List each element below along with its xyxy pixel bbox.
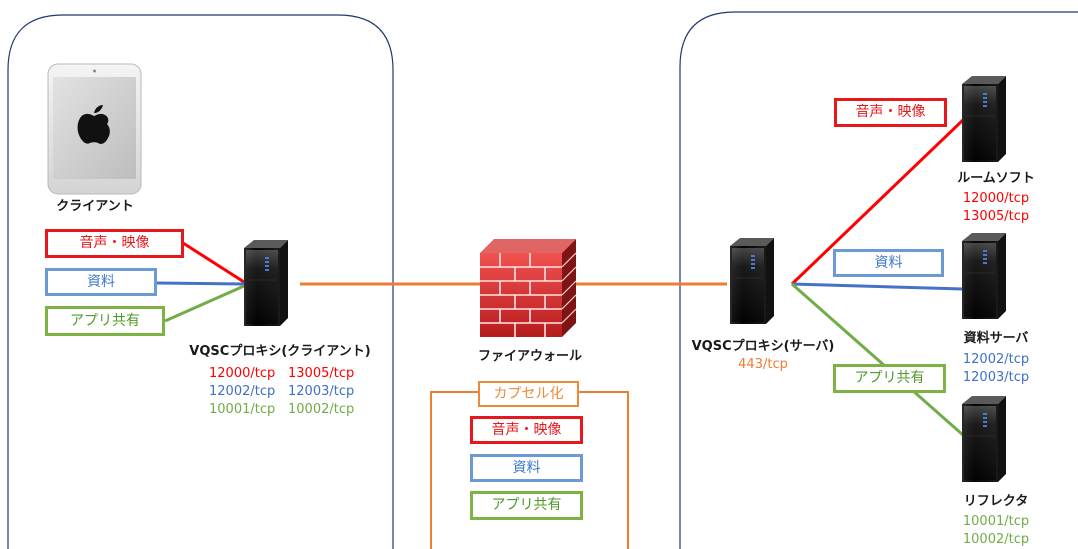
tablet-icon (47, 63, 142, 195)
reflector-port-2: 10002/tcp (962, 532, 1030, 547)
room-software-port-1: 12000/tcp (962, 191, 1030, 206)
server-share-line (791, 282, 964, 437)
server-share-box: アプリ共有 (833, 364, 946, 393)
apple-logo-icon (77, 105, 110, 144)
server-proxy-server-icon (729, 237, 775, 325)
client-av-port-1: 12000/tcp (209, 366, 276, 381)
encap-av-box: 音声・映像 (470, 416, 583, 444)
firewall-label: ファイアウォール (477, 349, 583, 364)
client-av-box: 音声・映像 (45, 229, 184, 258)
reflector-label: リフレクタ (963, 494, 1029, 509)
firewall-brick-icon (480, 239, 577, 337)
client-av-port-2: 13005/tcp (288, 366, 355, 381)
encap-share-box: アプリ共有 (470, 491, 583, 520)
server-zone-border (679, 11, 1078, 549)
client-doc-box: 資料 (45, 268, 157, 296)
server-av-box: 音声・映像 (834, 98, 947, 127)
client-doc-line (156, 281, 245, 286)
client-share-box: アプリ共有 (45, 306, 165, 336)
encap-doc-box: 資料 (470, 454, 583, 482)
client-proxy-server-icon (243, 239, 289, 327)
server-proxy-label: VQSCプロキシ(サーバ) (691, 339, 835, 354)
server-av-line (790, 118, 965, 286)
client-proxy-label: VQSCプロキシ(クライアント) (189, 344, 371, 359)
document-server-label: 資料サーバ (963, 331, 1029, 346)
client-share-line (164, 284, 245, 323)
client-zone-border (7, 14, 394, 549)
client-share-port-1: 10001/tcp (209, 402, 276, 417)
client-doc-port-1: 12002/tcp (209, 384, 276, 399)
client-doc-port-2: 12003/tcp (288, 384, 355, 399)
room-software-label: ルームソフト (957, 171, 1035, 186)
client-share-port-2: 10002/tcp (288, 402, 355, 417)
room-software-server-icon (961, 75, 1007, 163)
server-doc-line (791, 282, 964, 291)
document-server-icon (961, 232, 1007, 320)
reflector-port-1: 10001/tcp (962, 514, 1030, 529)
document-server-port-1: 12002/tcp (962, 352, 1030, 367)
client-av-line (182, 241, 245, 284)
client-device-label: クライアント (56, 199, 134, 214)
room-software-port-2: 13005/tcp (962, 209, 1030, 224)
document-server-port-2: 12003/tcp (962, 370, 1030, 385)
reflector-server-icon (961, 395, 1007, 483)
server-doc-box: 資料 (833, 249, 944, 277)
encapsulation-label: カプセル化 (478, 381, 579, 407)
server-proxy-port: 443/tcp (738, 357, 788, 372)
